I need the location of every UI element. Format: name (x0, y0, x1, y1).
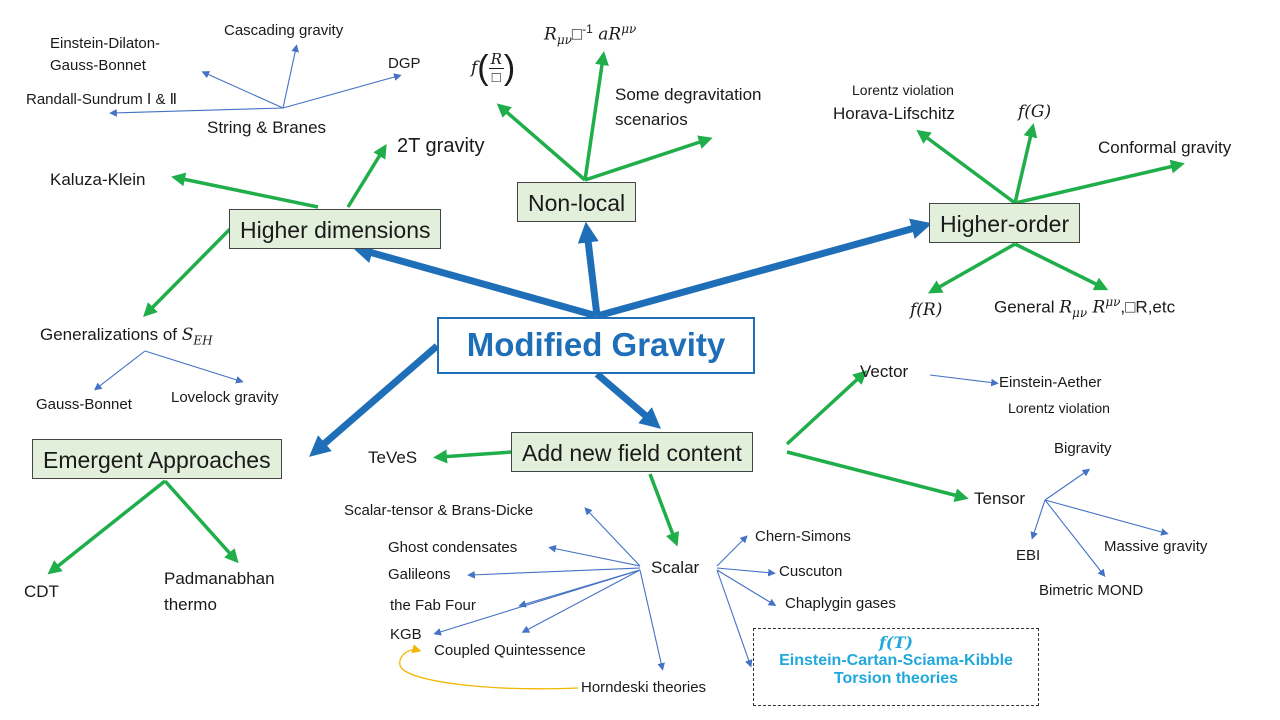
label-fab-four: the Fab Four (390, 597, 476, 614)
arrow-to-higher-order (596, 218, 933, 320)
arrow-to-higher-dimensions (351, 242, 598, 320)
category-emergent-approaches: Emergent Approaches (32, 439, 282, 479)
label-lovelock-gravity: Lovelock gravity (171, 389, 279, 406)
category-higher-order: Higher-order (929, 203, 1081, 243)
label-scalar-tensor-brans-dicke: Scalar-tensor & Brans-Dicke (344, 502, 534, 519)
fraction-numerator: R (488, 49, 504, 69)
category-new-field-content: Add new field content (511, 432, 753, 472)
label-scalar: Scalar (651, 558, 700, 577)
formula-f-r-over-box: f(R□) (471, 49, 516, 87)
label-coupled-quintessence: Coupled Quintessence (434, 642, 586, 659)
label-ghost-condensates: Ghost condensates (388, 539, 518, 556)
label-bigravity: Bigravity (1054, 440, 1112, 457)
label-2t-gravity: 2T gravity (397, 135, 485, 157)
label-chaplygin-gases: Chaplygin gases (785, 595, 896, 612)
f-symbol: f (471, 57, 478, 78)
label-edgb-line1: Einstein-Dilaton- (50, 35, 161, 52)
label-general-curvature: General Rμν Rμν,□R,etc (994, 295, 1176, 321)
fraction-denominator: □ (491, 68, 501, 86)
arrow-to-non-local (577, 221, 601, 317)
torsion-theories-box: f(T) Einstein-Cartan-Sciama-Kibble Torsi… (753, 628, 1039, 706)
label-edgb-line2: Gauss-Bonnet (50, 57, 146, 74)
seh-subscript: EH (193, 333, 213, 348)
label-aether-lorentz-violation: Lorentz violation (1008, 400, 1110, 416)
label-horava-lifschitz: Horava-Lifschitz (833, 104, 955, 123)
label-massive-gravity: Massive gravity (1104, 538, 1208, 555)
category-non-local: Non-local (517, 182, 637, 222)
label-horndeski-theories: Horndeski theories (581, 679, 707, 696)
formula-r-box-inverse: Rμν□-1 aRμν (544, 22, 637, 48)
fraction-r-over-box: R□ (488, 49, 504, 87)
label-string-branes: String & Branes (207, 118, 327, 137)
label-randall-sundrum: Randall-Sundrum Ⅰ & Ⅱ (26, 91, 178, 108)
label-f-of-g: f(G) (1018, 102, 1052, 122)
label-degravitation-line1: Some degravitation (615, 85, 762, 104)
label-f-of-t: f(T) (879, 633, 913, 652)
label-padmanabhan-line1: Padmanabhan (164, 569, 275, 588)
arrow-to-emergent (309, 343, 440, 457)
label-vector: Vector (860, 362, 909, 381)
label-bimetric-mond: Bimetric MOND (1039, 582, 1144, 599)
label-galileons: Galileons (388, 566, 451, 583)
label-torsion-theories: Torsion theories (833, 670, 959, 687)
label-einstein-aether: Einstein-Aether (999, 374, 1102, 391)
label-conformal-gravity: Conformal gravity (1098, 138, 1232, 157)
label-cdt: CDT (24, 582, 59, 601)
label-kaluza-klein: Kaluza-Klein (50, 170, 146, 189)
label-teves: TeVeS (368, 448, 418, 467)
category-higher-dimensions: Higher dimensions (229, 209, 442, 249)
seh-symbol: S (181, 325, 194, 345)
label-degravitation-line2: scenarios (615, 110, 688, 129)
label-f-of-r: f(R) (910, 300, 943, 320)
label-tensor: Tensor (974, 489, 1026, 508)
label-lorentz-violation-horava: Lorentz violation (852, 82, 954, 98)
generalizations-prefix: Generalizations of (40, 325, 182, 344)
label-dgp: DGP (388, 55, 421, 72)
center-node-modified-gravity: Modified Gravity (437, 317, 755, 374)
label-ecsk: Einstein-Cartan-Sciama-Kibble (779, 652, 1013, 669)
label-ebi: EBI (1016, 547, 1041, 564)
label-kgb: KGB (390, 626, 422, 643)
label-cascading-gravity: Cascading gravity (224, 22, 344, 39)
label-gauss-bonnet: Gauss-Bonnet (36, 396, 132, 413)
label-generalizations-seh: Generalizations of SEH (40, 325, 213, 348)
label-chern-simons: Chern-Simons (755, 528, 851, 545)
label-padmanabhan-line2: thermo (164, 595, 217, 614)
arrow-to-new-fields (594, 371, 661, 429)
label-cuscuton: Cuscuton (779, 563, 843, 580)
